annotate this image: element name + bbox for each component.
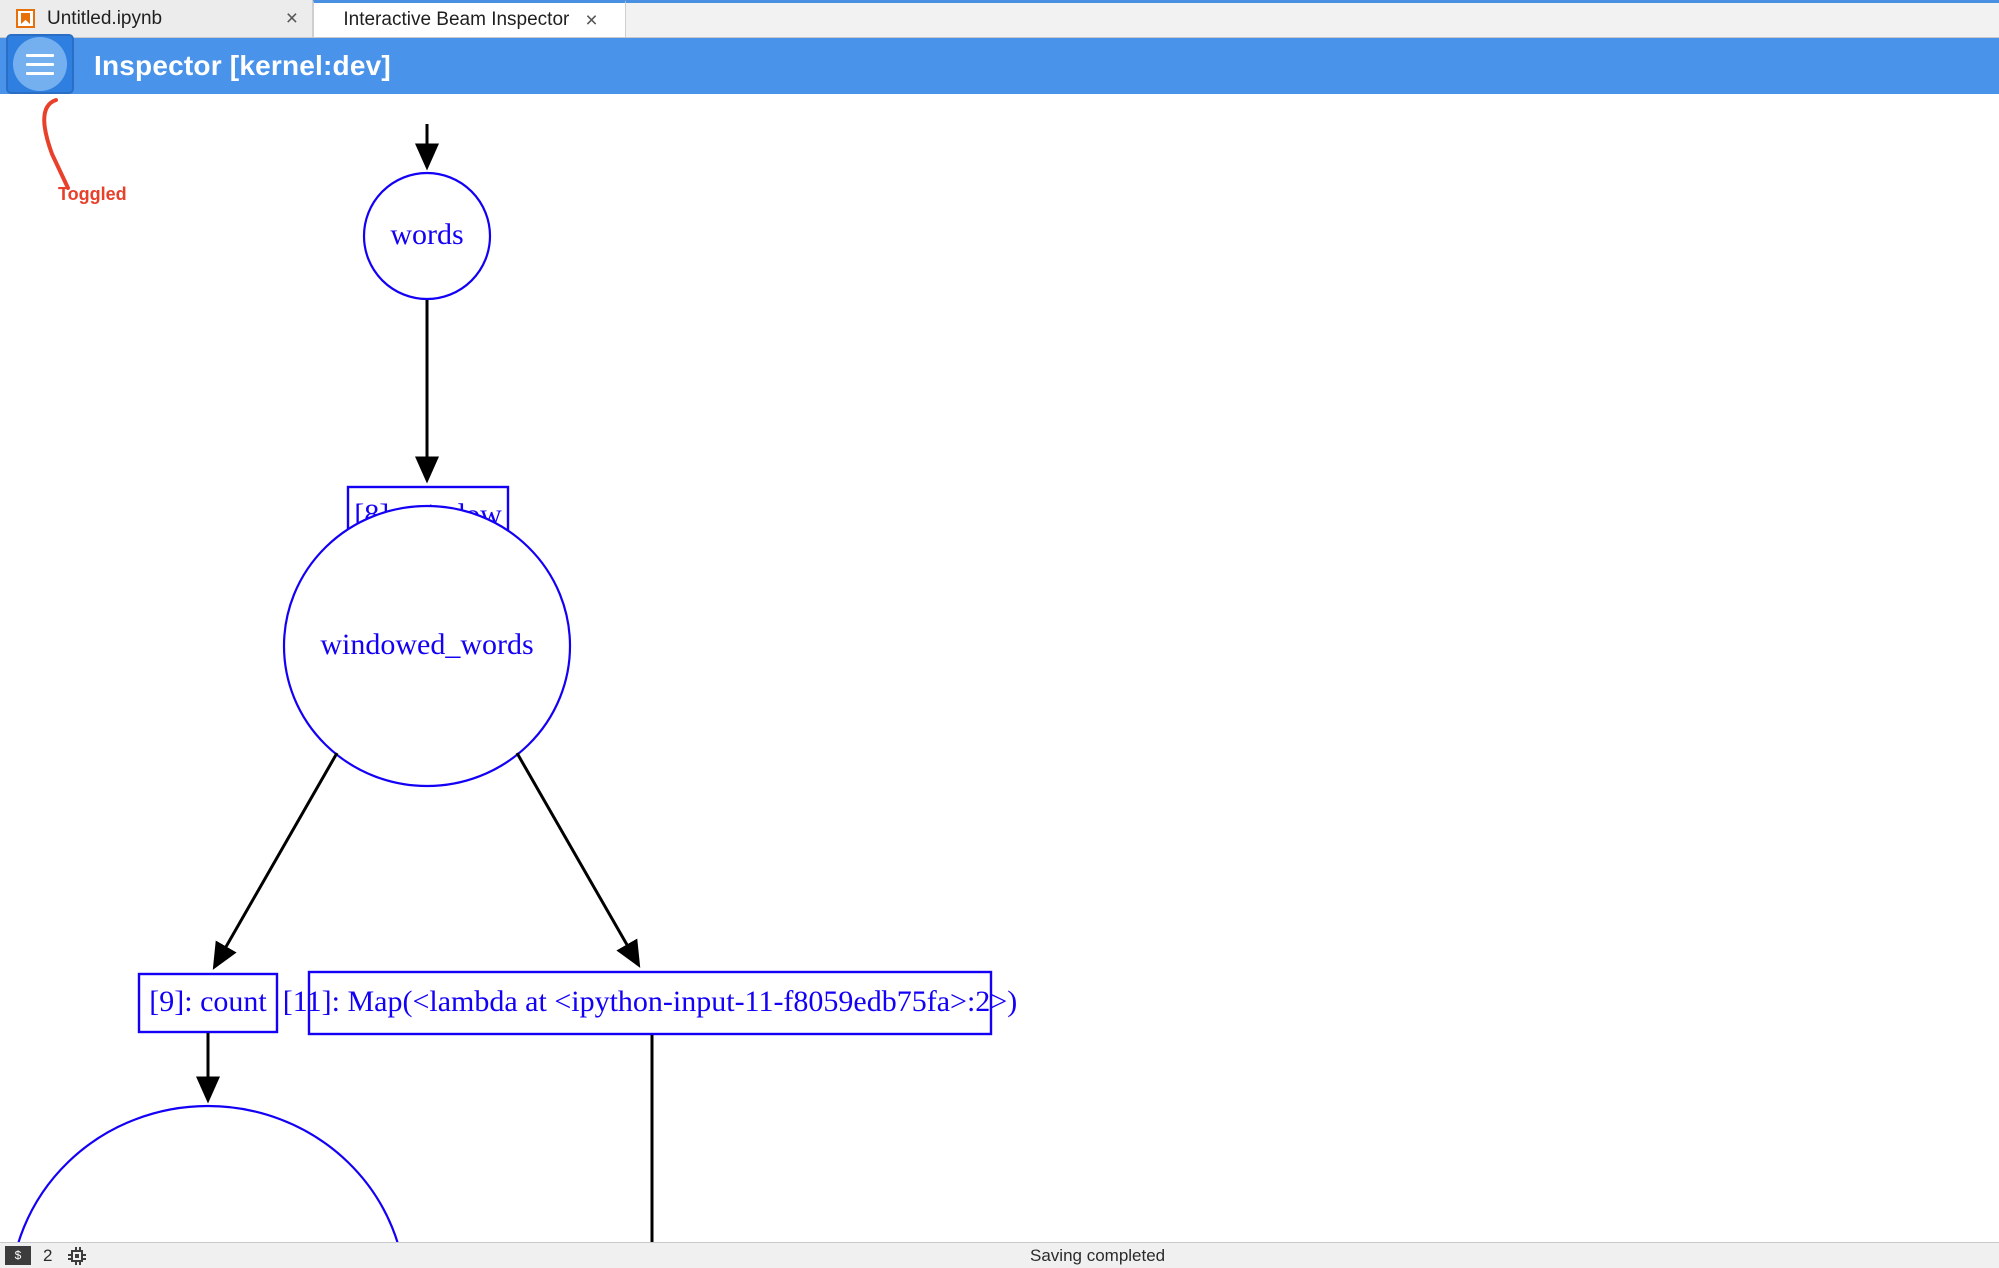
tab-interactive-beam-inspector[interactable]: Interactive Beam Inspector ×: [313, 0, 626, 37]
graph-node-label: words: [390, 218, 463, 251]
page-title: Inspector [kernel:dev]: [94, 50, 391, 81]
graph-node-label: [9]: count: [149, 985, 267, 1018]
graph-node-map[interactable]: [11]: Map(<lambda at <ipython-input-11-f…: [283, 970, 1017, 1036]
cpu-chip-icon[interactable]: [68, 1246, 87, 1265]
close-icon[interactable]: ×: [585, 8, 598, 32]
graph-node-count[interactable]: [9]: count: [137, 972, 279, 1034]
graph-node-label: [11]: Map(<lambda at <ipython-input-11-f…: [283, 985, 1017, 1018]
menu-toggle-button[interactable]: [6, 34, 74, 94]
terminal-icon[interactable]: $: [5, 1246, 31, 1265]
hamburger-icon: [13, 37, 67, 91]
graph-node-words[interactable]: words: [362, 171, 492, 301]
tab-bar: Untitled.ipynb × Interactive Beam Inspec…: [0, 0, 1999, 38]
tab-label: Interactive Beam Inspector: [343, 9, 570, 30]
toggled-annotation-label: Toggled: [58, 184, 127, 204]
edge-windowed-words-to-count: [212, 752, 339, 970]
inspector-header: Inspector [kernel:dev]: [0, 38, 1999, 94]
close-icon[interactable]: ×: [285, 7, 298, 30]
edge-windowed-words-to-map: [515, 752, 641, 968]
notebook-icon: [16, 9, 35, 28]
beam-pipeline-graph[interactable]: words [8]: window windowed_words [9]: co…: [0, 94, 1999, 1244]
status-bar: $ 2 Saving completed: [0, 1242, 1999, 1268]
graph-node-label: windowed_words: [320, 628, 533, 661]
tab-label: Untitled.ipynb: [47, 7, 163, 29]
tab-untitled-ipynb[interactable]: Untitled.ipynb ×: [0, 0, 313, 37]
status-message: Saving completed: [1030, 1245, 1166, 1265]
graph-node-windowed-words[interactable]: windowed_words: [282, 504, 572, 788]
kernel-count: 2: [43, 1245, 53, 1265]
tab-bar-filler: [626, 0, 1999, 37]
graph-node-windowed-word-counts[interactable]: windowed_word_counts: [10, 1104, 406, 1244]
